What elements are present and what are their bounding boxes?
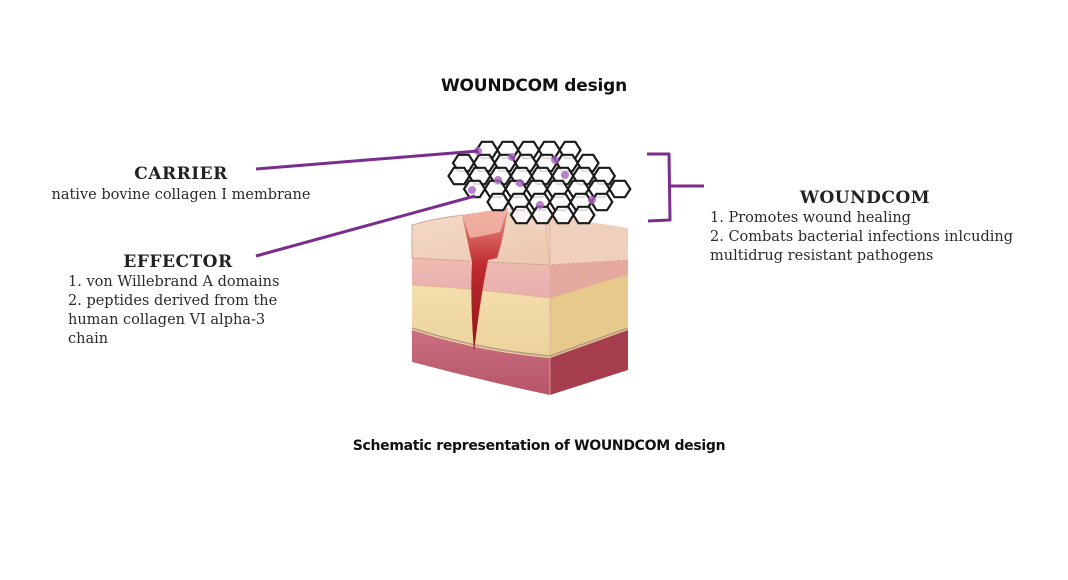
carrier-label: CARRIER native bovine collagen I membran… bbox=[46, 164, 316, 205]
effector-line: human collagen VI alpha-3 bbox=[68, 312, 266, 328]
diagram-title: WOUNDCOM design bbox=[440, 76, 628, 96]
effector-node bbox=[536, 201, 544, 209]
hex-cell bbox=[509, 205, 534, 225]
woundcom-bracket bbox=[647, 152, 704, 223]
effector-node bbox=[516, 179, 524, 187]
effector-node bbox=[468, 186, 476, 194]
skin-fat bbox=[412, 285, 550, 358]
effector-node bbox=[551, 156, 559, 164]
hex-cell bbox=[486, 192, 510, 212]
hex-cell bbox=[607, 179, 632, 199]
hex-cell bbox=[551, 205, 575, 225]
effector-node bbox=[561, 171, 569, 179]
effector-node bbox=[494, 176, 502, 184]
woundcom-line: multidrug resistant pathogens bbox=[710, 248, 934, 264]
hex-cell bbox=[447, 166, 471, 186]
skin-muscle bbox=[412, 330, 550, 395]
skin-cross-section bbox=[411, 208, 629, 395]
hex-cell bbox=[571, 205, 596, 225]
carrier-connector-line bbox=[255, 149, 479, 171]
woundcom-line: 1. Promotes wound healing bbox=[710, 210, 911, 226]
effector-line: 1. von Willebrand A domains bbox=[68, 274, 280, 290]
carrier-description: native bovine collagen I membrane bbox=[51, 187, 311, 203]
carrier-heading: CARRIER bbox=[134, 164, 228, 184]
effector-label: EFFECTOR 1. von Willebrand A domains 2. … bbox=[68, 252, 308, 349]
effector-connector-line bbox=[255, 194, 476, 258]
woundcom-heading: WOUNDCOM bbox=[799, 188, 931, 208]
effector-heading: EFFECTOR bbox=[123, 252, 233, 272]
woundcom-label: WOUNDCOM 1. Promotes wound healing 2. Co… bbox=[710, 188, 1050, 266]
wound-cut bbox=[462, 208, 508, 352]
effector-node bbox=[588, 196, 596, 204]
woundcom-line: 2. Combats bacterial infections inlcudin… bbox=[710, 229, 1013, 245]
hex-cell bbox=[530, 205, 555, 225]
effector-node bbox=[508, 153, 516, 161]
effector-line: 2. peptides derived from the bbox=[68, 293, 278, 309]
figure-caption: Schematic representation of WOUNDCOM des… bbox=[352, 438, 726, 454]
effector-line: chain bbox=[68, 331, 109, 347]
hex-mesh-carrier bbox=[447, 140, 632, 225]
